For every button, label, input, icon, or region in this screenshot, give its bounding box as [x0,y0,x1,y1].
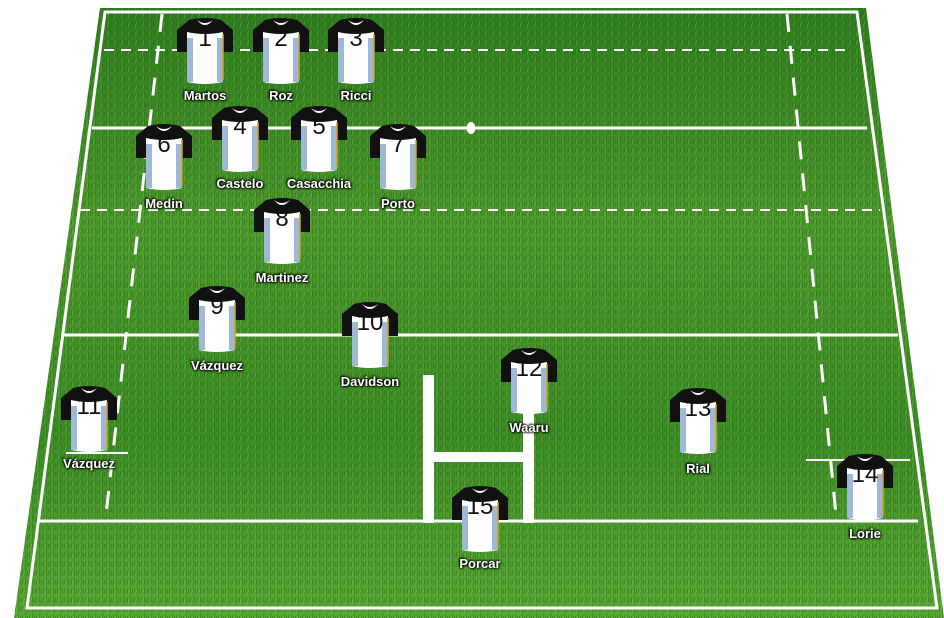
player-6: 6 Medin [119,122,209,222]
player-number: 10 [340,309,400,337]
player-name: Rial [653,461,743,476]
player-number: 4 [210,113,270,141]
player-number: 8 [252,205,312,233]
player-number: 3 [326,25,386,53]
player-number: 12 [499,355,559,383]
player-name: Medin [119,196,209,211]
player-number: 13 [668,395,728,423]
player-name: Porto [353,196,443,211]
player-number: 7 [368,131,428,159]
player-number: 9 [187,293,247,321]
player-number: 1 [175,25,235,53]
player-9: 9 Vázquez [172,284,262,384]
rugby-jersey-icon: 6 [134,122,194,192]
rugby-jersey-icon: 13 [668,386,728,456]
player-8: 8 Martinez [237,196,327,296]
rugby-jersey-icon: 9 [187,284,247,354]
player-number: 11 [59,393,119,421]
rugby-jersey-icon: 10 [340,300,400,370]
player-name: Vázquez [172,358,262,373]
player-number: 5 [289,113,349,141]
player-name: Ricci [311,88,401,103]
player-name: Lorie [820,526,910,541]
player-number: 15 [450,493,510,521]
rugby-jersey-icon: 3 [326,16,386,86]
rugby-ball-icon [467,122,476,134]
player-name: Casacchia [274,176,364,191]
player-name: Davidson [325,374,415,389]
player-11: 11 Vázquez [44,384,134,484]
player-13: 13 Rial [653,386,743,486]
player-15: 15 Porcar [435,484,525,584]
rugby-jersey-icon: 8 [252,196,312,266]
rugby-jersey-icon: 11 [59,384,119,454]
player-10: 10 Davidson [325,300,415,400]
rugby-jersey-icon: 7 [368,122,428,192]
rugby-jersey-icon: 5 [289,104,349,174]
rugby-jersey-icon: 15 [450,484,510,554]
player-5: 5 Casacchia [274,104,364,204]
rugby-jersey-icon: 4 [210,104,270,174]
player-7: 7 Porto [353,122,443,222]
player-name: Waaru [484,420,574,435]
player-number: 6 [134,131,194,159]
rugby-jersey-icon: 12 [499,346,559,416]
player-number: 14 [835,461,895,489]
player-3: 3 Ricci [311,16,401,116]
rugby-jersey-icon: 1 [175,16,235,86]
player-name: Porcar [435,556,525,571]
player-14: 14 Lorie [820,452,910,552]
player-number: 2 [251,25,311,53]
rugby-jersey-icon: 14 [835,452,895,522]
player-name: Vázquez [44,456,134,471]
player-12: 12 Waaru [484,346,574,446]
player-name: Martinez [237,270,327,285]
rugby-jersey-icon: 2 [251,16,311,86]
